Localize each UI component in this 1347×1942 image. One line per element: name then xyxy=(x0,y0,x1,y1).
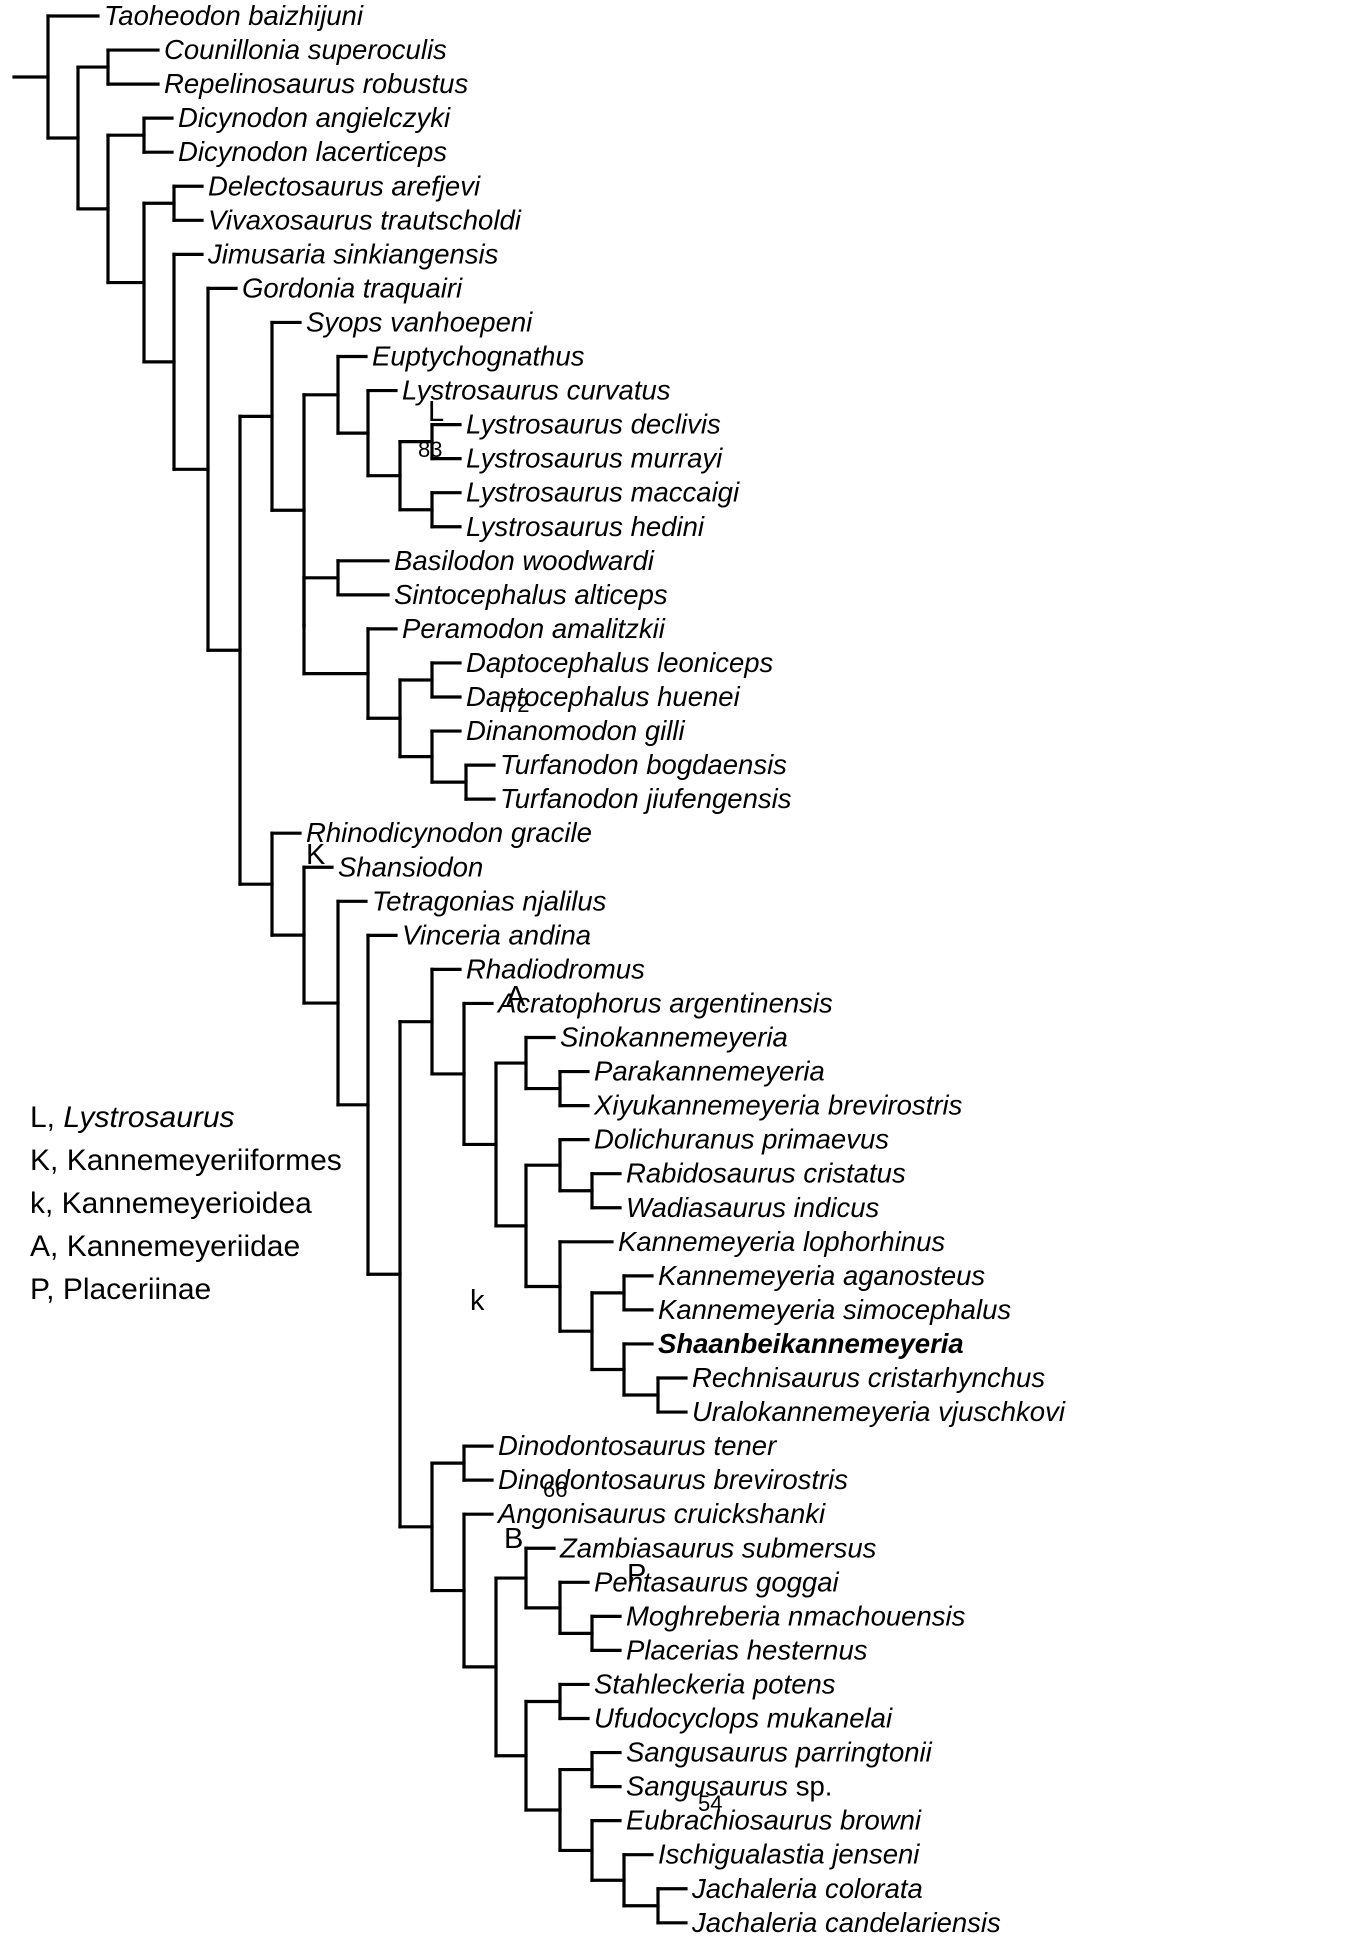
taxon-label: Eubrachiosaurus browni xyxy=(626,1805,922,1836)
taxon-label: Vivaxosaurus trautscholdi xyxy=(208,204,522,235)
taxon-label: Syops vanhoepeni xyxy=(306,306,533,337)
legend-name: Kannemeyeriidae xyxy=(66,1230,301,1263)
taxon-label: Repelinosaurus robustus xyxy=(164,68,468,99)
clade-label-L: L xyxy=(428,396,444,428)
taxon-label: Sangusaurus parringtonii xyxy=(626,1737,933,1768)
legend-key: P, xyxy=(30,1273,63,1306)
support-value-54: 54 xyxy=(698,1791,722,1816)
taxon-label: Vinceria andina xyxy=(402,919,591,950)
taxon-label: Kannemeyeria simocephalus xyxy=(658,1294,1011,1325)
legend-name: Kannemeyerioidea xyxy=(61,1187,312,1220)
taxon-label: Peramodon amalitzkii xyxy=(402,613,666,644)
clade-label-P: P xyxy=(627,1559,646,1591)
taxon-label: Kannemeyeria aganosteus xyxy=(658,1260,985,1291)
taxon-label: Acratophorus argentinensis xyxy=(496,987,833,1018)
taxon-label: Uralokannemeyeria vjuschkovi xyxy=(692,1396,1066,1427)
clade-label-B: B xyxy=(504,1523,523,1555)
taxon-label: Jachaleria colorata xyxy=(691,1873,923,1904)
taxon-label: Sinokannemeyeria xyxy=(560,1022,788,1053)
taxon-label: Sintocephalus alticeps xyxy=(394,579,668,610)
taxon-suffix: sp. xyxy=(788,1771,832,1802)
taxon-label: Wadiasaurus indicus xyxy=(626,1192,879,1223)
taxon-label: Rhadiodromus xyxy=(466,953,645,984)
taxon-label: Jimusaria sinkiangensis xyxy=(207,238,499,269)
taxon-label: Ufudocyclops mukanelai xyxy=(594,1703,893,1734)
taxon-label: Jachaleria candelariensis xyxy=(691,1907,1001,1938)
taxon-label: Dolichuranus primaevus xyxy=(594,1124,889,1155)
taxon-label: Tetragonias njalilus xyxy=(372,885,607,916)
taxon-label: Delectosaurus arefjevi xyxy=(208,170,481,201)
taxon-label: Moghreberia nmachouensis xyxy=(626,1600,966,1631)
legend-row-L: L, Lystrosaurus xyxy=(30,1096,342,1139)
taxon-label: Lystrosaurus curvatus xyxy=(402,375,671,406)
taxon-label: Lystrosaurus maccaigi xyxy=(466,477,740,508)
taxon-label: Lystrosaurus declivis xyxy=(466,409,721,440)
support-value-83: 83 xyxy=(418,437,442,462)
taxon-label: Zambiasaurus submersus xyxy=(559,1532,877,1563)
legend-row-K: K, Kannemeyeriiformes xyxy=(30,1139,342,1182)
taxon-label: Gordonia traquairi xyxy=(242,272,463,303)
taxon-label: Dinodontosaurus tener xyxy=(498,1430,778,1461)
taxon-label: Daptocephalus huenei xyxy=(466,681,741,712)
legend-key: k, xyxy=(30,1187,62,1220)
legend-name: Lystrosaurus xyxy=(63,1101,235,1134)
taxon-label: Rhinodicynodon gracile xyxy=(306,817,592,848)
taxon-label: Rabidosaurus cristatus xyxy=(626,1158,906,1189)
legend-key: K, xyxy=(30,1144,67,1177)
support-value-72: 72 xyxy=(505,692,529,717)
taxon-label: Ischigualastia jenseni xyxy=(658,1839,920,1870)
taxon-label: Turfanodon jiufengensis xyxy=(500,783,792,814)
taxon-label: Shansiodon xyxy=(338,851,483,882)
clade-label-k: k xyxy=(470,1285,485,1317)
taxon-label: Lystrosaurus murrayi xyxy=(466,443,723,474)
taxon-label: Basilodon woodwardi xyxy=(394,545,655,576)
support-values: 83 72 66 54 xyxy=(418,437,722,1816)
taxon-label: Shaanbeikannemeyeria xyxy=(658,1328,964,1359)
taxon-label: Stahleckeria potens xyxy=(594,1668,836,1699)
tree-branches xyxy=(12,14,688,1925)
taxon-label: Angonisaurus cruickshanki xyxy=(496,1498,826,1529)
support-value-66: 66 xyxy=(543,1477,567,1502)
taxon-label: Sangusaurus sp. xyxy=(626,1771,832,1802)
taxon-label: Kannemeyeria lophorhinus xyxy=(618,1226,945,1257)
clade-labels: L K A k B P xyxy=(306,396,646,1591)
taxon-label: Dinanomodon gilli xyxy=(466,715,685,746)
legend-name: Placeriinae xyxy=(62,1273,212,1306)
taxon-label: Placerias hesternus xyxy=(626,1634,868,1665)
taxon-label: Lystrosaurus hedini xyxy=(466,511,705,542)
legend-name: Kannemeyeriiformes xyxy=(66,1144,342,1177)
taxon-label: Parakannemeyeria xyxy=(594,1056,825,1087)
taxon-label: Dinodontosaurus brevirostris xyxy=(498,1464,848,1495)
clade-label-K: K xyxy=(306,839,326,871)
taxon-label: Dicynodon angielczyki xyxy=(178,102,451,133)
taxon-label: Turfanodon bogdaensis xyxy=(500,749,787,780)
legend-key: A, xyxy=(30,1230,67,1263)
taxon-label: Rechnisaurus cristarhynchus xyxy=(692,1362,1045,1393)
clade-legend: L, Lystrosaurus K, Kannemeyeriiformes k,… xyxy=(30,1096,342,1311)
legend-row-P: P, Placeriinae xyxy=(30,1268,342,1311)
taxon-label: Counillonia superoculis xyxy=(164,34,447,65)
taxon-label: Pentasaurus goggai xyxy=(594,1566,840,1597)
legend-row-k: k, Kannemeyerioidea xyxy=(30,1182,342,1225)
legend-key: L, xyxy=(30,1101,64,1134)
taxon-label: Taohеodon baizhijuni xyxy=(104,0,364,31)
legend-row-A: A, Kannemeyeriidae xyxy=(30,1225,342,1268)
taxon-label: Xiyukannemeyeria brevirostris xyxy=(593,1090,963,1121)
taxon-label: Euptychognathus xyxy=(372,341,585,372)
taxon-label: Daptocephalus leoniceps xyxy=(466,647,774,678)
taxon-label: Dicynodon lacerticeps xyxy=(178,136,447,167)
clade-label-A: A xyxy=(506,981,526,1013)
